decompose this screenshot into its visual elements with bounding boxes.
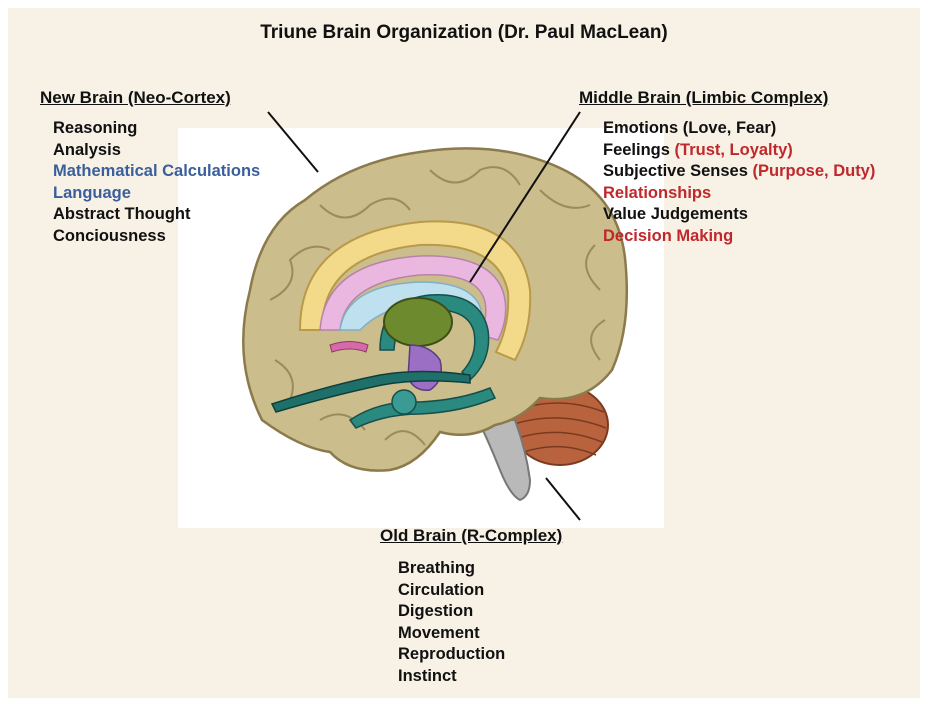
middle-brain-item-label: Relationships bbox=[603, 184, 711, 202]
new-brain-heading: New Brain (Neo-Cortex) bbox=[40, 88, 231, 108]
new-brain-item: Language bbox=[53, 183, 260, 205]
middle-brain-item: Subjective Senses (Purpose, Duty) bbox=[603, 161, 875, 183]
new-brain-item: Mathematical Calculations bbox=[53, 161, 260, 183]
middle-brain-item: Value Judgements bbox=[603, 204, 875, 226]
middle-brain-list: Emotions (Love, Fear) Feelings (Trust, L… bbox=[603, 118, 875, 247]
middle-brain-item-note: (Love, Fear) bbox=[683, 119, 777, 137]
old-brain-item: Circulation bbox=[398, 580, 505, 602]
middle-brain-item-note: (Purpose, Duty) bbox=[753, 162, 876, 180]
thalamus bbox=[384, 298, 452, 346]
old-brain-heading: Old Brain (R-Complex) bbox=[380, 526, 562, 546]
new-brain-item: Conciousness bbox=[53, 226, 260, 248]
old-brain-item: Breathing bbox=[398, 558, 505, 580]
middle-brain-item-note: (Trust, Loyalty) bbox=[675, 141, 793, 159]
old-brain-item: Digestion bbox=[398, 601, 505, 623]
old-brain-item: Movement bbox=[398, 623, 505, 645]
amygdala bbox=[392, 390, 416, 414]
middle-brain-item-label: Emotions bbox=[603, 119, 678, 137]
middle-brain-item: Decision Making bbox=[603, 226, 875, 248]
middle-brain-item-label: Value Judgements bbox=[603, 205, 748, 223]
middle-brain-item-label: Feelings bbox=[603, 141, 670, 159]
new-brain-item: Reasoning bbox=[53, 118, 260, 140]
new-brain-list: Reasoning Analysis Mathematical Calculat… bbox=[53, 118, 260, 247]
middle-brain-item-label: Subjective Senses bbox=[603, 162, 748, 180]
rcomplex-pointer-line bbox=[546, 478, 580, 520]
new-brain-item: Analysis bbox=[53, 140, 260, 162]
old-brain-list: Breathing Circulation Digestion Movement… bbox=[398, 558, 505, 687]
middle-brain-item: Relationships bbox=[603, 183, 875, 205]
middle-brain-heading: Middle Brain (Limbic Complex) bbox=[579, 88, 828, 108]
middle-brain-item: Feelings (Trust, Loyalty) bbox=[603, 140, 875, 162]
old-brain-item: Instinct bbox=[398, 666, 505, 688]
old-brain-item: Reproduction bbox=[398, 644, 505, 666]
middle-brain-item-label: Decision Making bbox=[603, 227, 733, 245]
new-brain-item: Abstract Thought bbox=[53, 204, 260, 226]
neocortex-pointer-line bbox=[268, 112, 318, 172]
middle-brain-item: Emotions (Love, Fear) bbox=[603, 118, 875, 140]
